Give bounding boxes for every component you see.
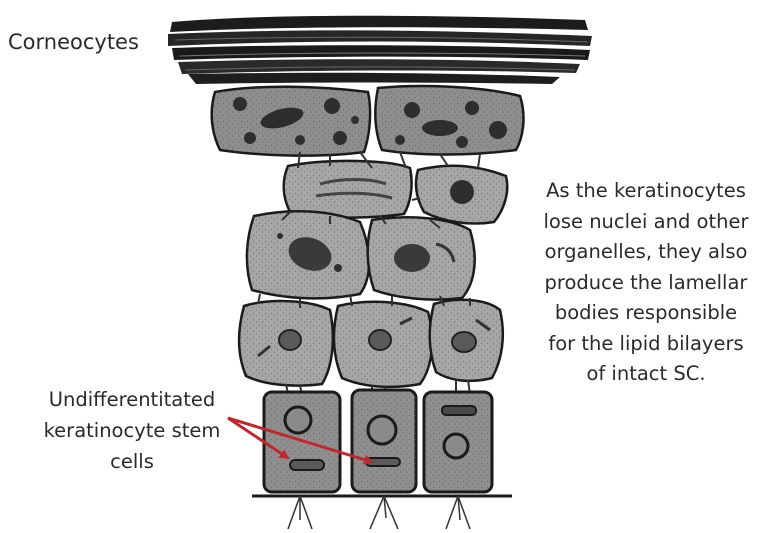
- basement-membrane: [252, 496, 512, 529]
- description-line: lose nuclei and other: [512, 207, 780, 238]
- spinous-layer-lower: [239, 300, 503, 387]
- description-line: bodies responsible: [512, 298, 780, 329]
- description-line: organelles, they also: [512, 237, 780, 268]
- granular-layer: [212, 86, 524, 156]
- corneocyte-layer: [168, 16, 592, 84]
- spinous-layer-middle: [247, 211, 475, 299]
- stem-cell-label: Undifferentitated keratinocyte stem cell…: [14, 384, 250, 477]
- description-line: produce the lamellar: [512, 268, 780, 299]
- keratinocyte-description: As the keratinocytes lose nuclei and oth…: [512, 176, 780, 390]
- description-line: of intact SC.: [512, 359, 780, 390]
- description-line: for the lipid bilayers: [512, 329, 780, 360]
- corneocytes-label: Corneocytes: [8, 30, 139, 54]
- stem-cell-label-line: cells: [14, 446, 250, 477]
- description-line: As the keratinocytes: [512, 176, 780, 207]
- stem-cell-label-line: keratinocyte stem: [14, 415, 250, 446]
- stem-cell-label-line: Undifferentitated: [14, 384, 250, 415]
